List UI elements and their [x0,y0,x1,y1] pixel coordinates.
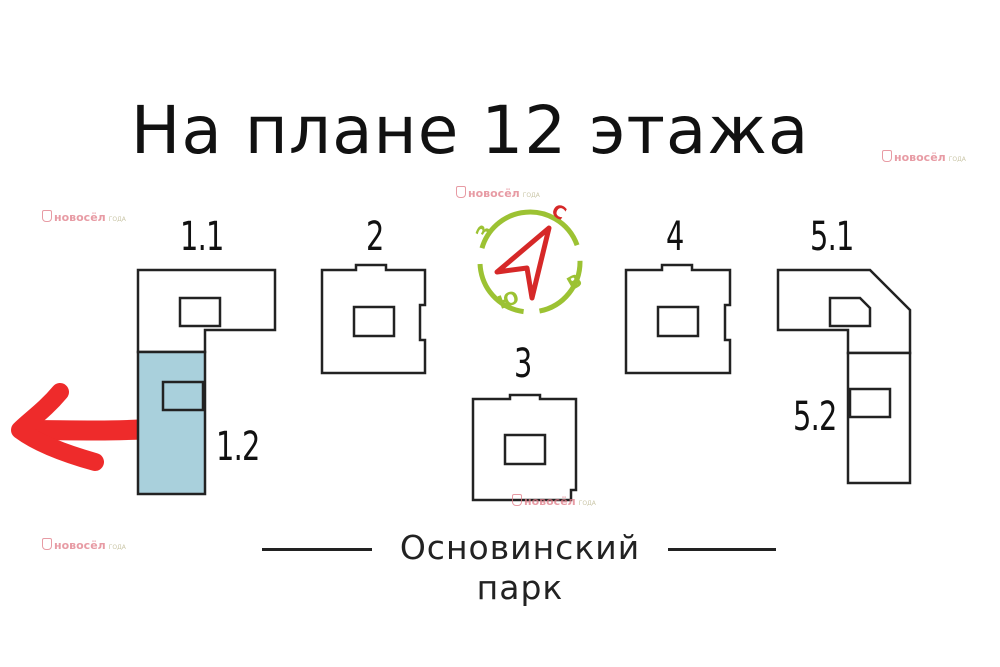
watermark-logo-icon [42,538,52,550]
building-2[interactable] [320,263,427,375]
building-label-4: 4 [666,214,684,260]
building-1-1[interactable] [136,268,277,354]
watermark-logo-icon [456,186,466,198]
watermark-logo-icon [882,150,892,162]
building-label-1-1: 1.1 [180,214,224,260]
park-left-line [262,548,372,551]
building-label-5-1: 5.1 [810,214,854,260]
building-label-2: 2 [366,214,384,260]
compass-icon [477,209,583,315]
building-label-5-2: 5.2 [793,394,837,440]
park-label-line2: парк [476,568,564,607]
plan-title: На плане 12 этажа [130,92,810,169]
watermark-logo-icon [42,210,52,222]
building-label-3: 3 [514,341,532,387]
building-1-2[interactable] [136,350,207,496]
park-label-line1: Основинский [399,528,641,567]
building-3[interactable] [471,393,578,502]
building-label-1-2: 1.2 [216,424,260,470]
building-5-1[interactable] [776,268,912,355]
building-4[interactable] [624,263,732,375]
watermark-logo-icon [512,494,522,506]
park-right-line [668,548,776,551]
building-5-2[interactable] [846,351,912,485]
